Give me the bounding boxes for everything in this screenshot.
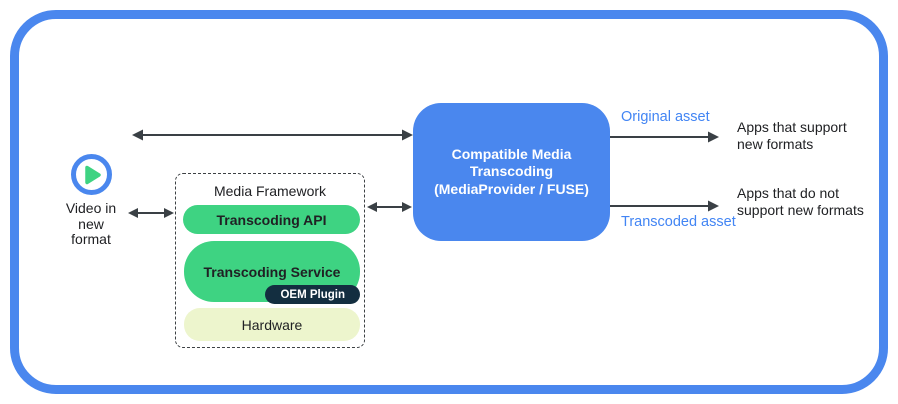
transcoding-api-label: Transcoding API bbox=[216, 211, 327, 228]
transcoding-service-pill: Transcoding Service OEM Plugin bbox=[184, 241, 360, 304]
original-asset-label: Original asset bbox=[621, 109, 710, 125]
apps-support-label: Apps that support new formats bbox=[737, 119, 847, 152]
arrow-apps-transcoder-double bbox=[132, 129, 413, 141]
play-icon bbox=[71, 154, 112, 195]
media-framework-title: Media Framework bbox=[213, 183, 327, 199]
transcoder-label: Compatible Media Transcoding (MediaProvi… bbox=[434, 145, 589, 197]
arrow-framework-transcoder-double bbox=[367, 202, 412, 212]
oem-plugin-label: OEM Plugin bbox=[280, 288, 345, 301]
media-framework-box: Media Framework Transcoding API Transcod… bbox=[175, 173, 365, 348]
transcoder-box: Compatible Media Transcoding (MediaProvi… bbox=[413, 103, 610, 241]
transcoding-api-pill: Transcoding API bbox=[183, 205, 360, 234]
hardware-pill: Hardware bbox=[184, 308, 360, 341]
transcoded-asset-label: Transcoded asset bbox=[621, 214, 736, 230]
arrow-original-asset bbox=[610, 131, 719, 143]
apps-not-support-label: Apps that do not support new formats bbox=[737, 185, 864, 218]
play-triangle-icon bbox=[84, 165, 101, 184]
diagram-frame bbox=[10, 10, 888, 394]
hardware-label: Hardware bbox=[241, 316, 303, 333]
arrow-transcoded-asset bbox=[610, 200, 719, 212]
transcoding-service-label: Transcoding Service bbox=[203, 263, 341, 280]
video-source-label: Video in new format bbox=[65, 200, 117, 247]
oem-plugin-pill: OEM Plugin bbox=[265, 285, 360, 304]
arrow-video-framework-double bbox=[128, 208, 174, 218]
